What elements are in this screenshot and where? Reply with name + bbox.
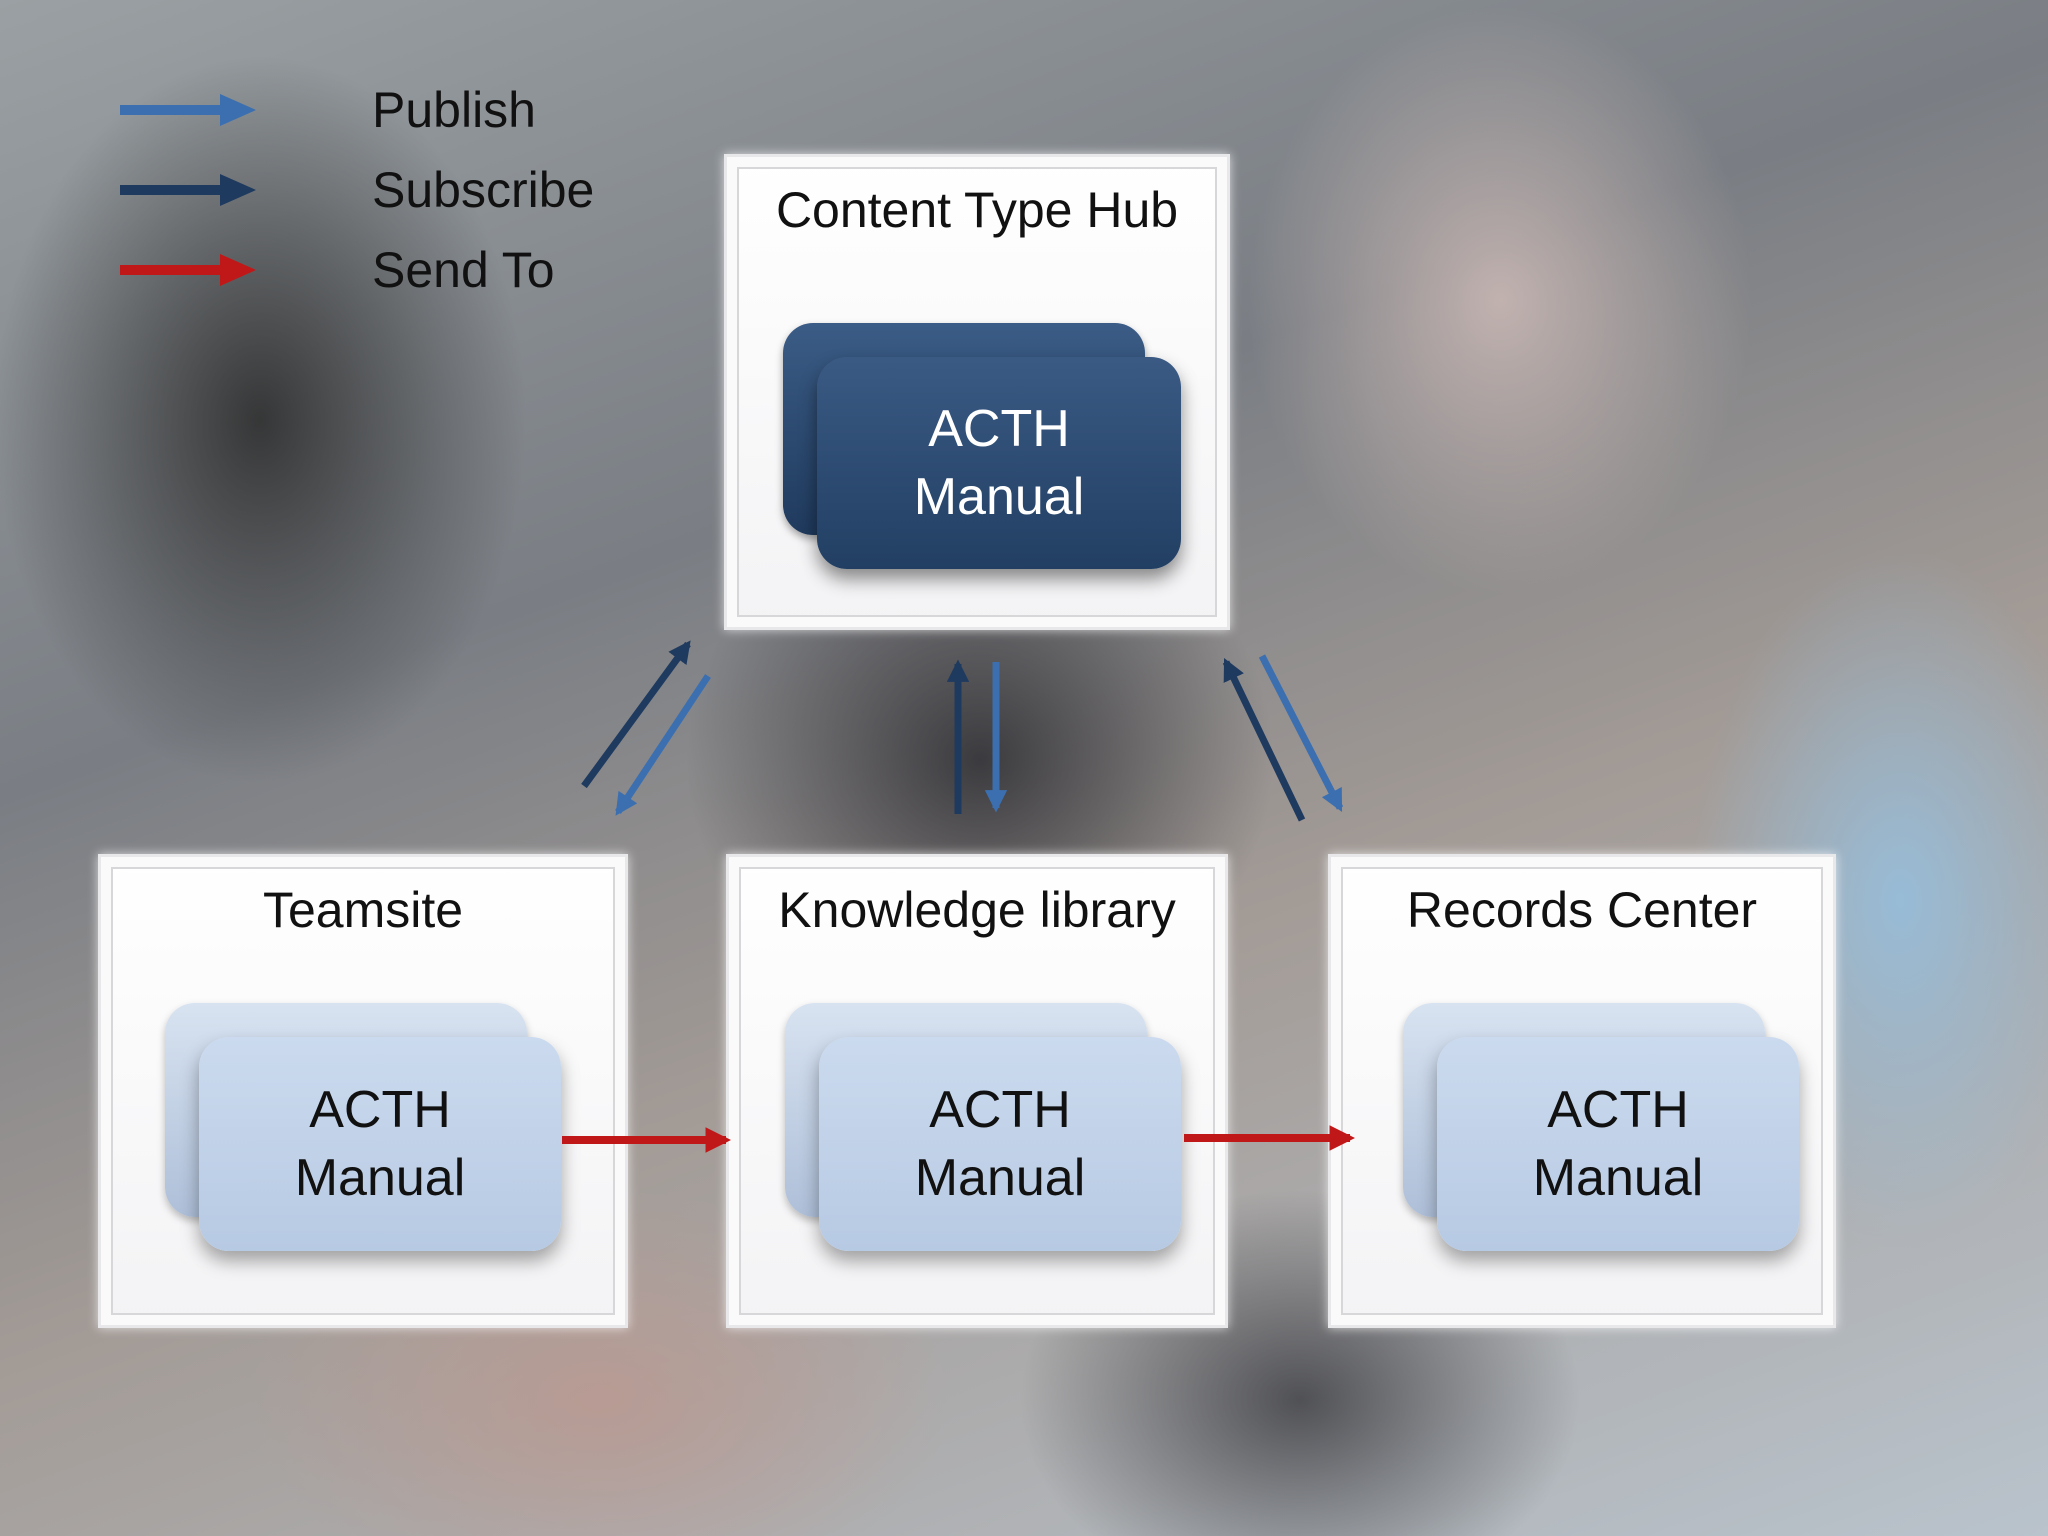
legend-label: Subscribe — [372, 162, 595, 218]
card-line-1: ACTH — [1547, 1081, 1689, 1139]
acth-manual-card: ACTH Manual — [199, 1037, 561, 1251]
publish-arrow-icon — [120, 94, 256, 126]
card-line-2: Manual — [1532, 1149, 1704, 1207]
send-to-arrow-icon — [120, 254, 256, 286]
teamsite-panel: Teamsite ACTH Manual — [98, 854, 628, 1328]
acth-manual-card: ACTH Manual — [1437, 1037, 1799, 1251]
panel-title: Records Center — [1406, 882, 1758, 938]
records-center-panel: Records Center ACTH Manual — [1328, 854, 1836, 1328]
legend-item-publish: Publish — [120, 80, 720, 140]
subscribe-arrow-icon — [120, 174, 256, 206]
acth-manual-card: ACTH Manual — [817, 357, 1181, 569]
legend-label: Send To — [372, 242, 555, 298]
knowledge-library-panel: Knowledge library ACTH Manual — [726, 854, 1228, 1328]
panel-title: Teamsite — [262, 882, 464, 938]
card-line-1: ACTH — [309, 1081, 451, 1139]
panel-title: Knowledge library — [778, 882, 1176, 938]
subscribe-arrow-records-to-hub — [1222, 657, 1306, 822]
content-type-hub-panel: Content Type Hub ACTH Manual — [724, 154, 1230, 630]
acth-manual-card: ACTH Manual — [819, 1037, 1181, 1251]
panel-title: Content Type Hub — [775, 182, 1179, 238]
publish-arrow-hub-to-teamsite — [615, 674, 711, 816]
subscribe-arrow-teamsite-to-hub — [581, 640, 691, 789]
publish-arrow-hub-to-records — [1258, 654, 1344, 812]
card-line-2: Manual — [913, 468, 1085, 526]
card-line-1: ACTH — [928, 400, 1070, 458]
legend-item-send-to: Send To — [120, 240, 720, 300]
card-line-2: Manual — [914, 1149, 1086, 1207]
card-line-2: Manual — [294, 1149, 466, 1207]
legend-item-subscribe: Subscribe — [120, 160, 720, 220]
card-line-1: ACTH — [929, 1081, 1071, 1139]
legend-label: Publish — [372, 82, 536, 138]
